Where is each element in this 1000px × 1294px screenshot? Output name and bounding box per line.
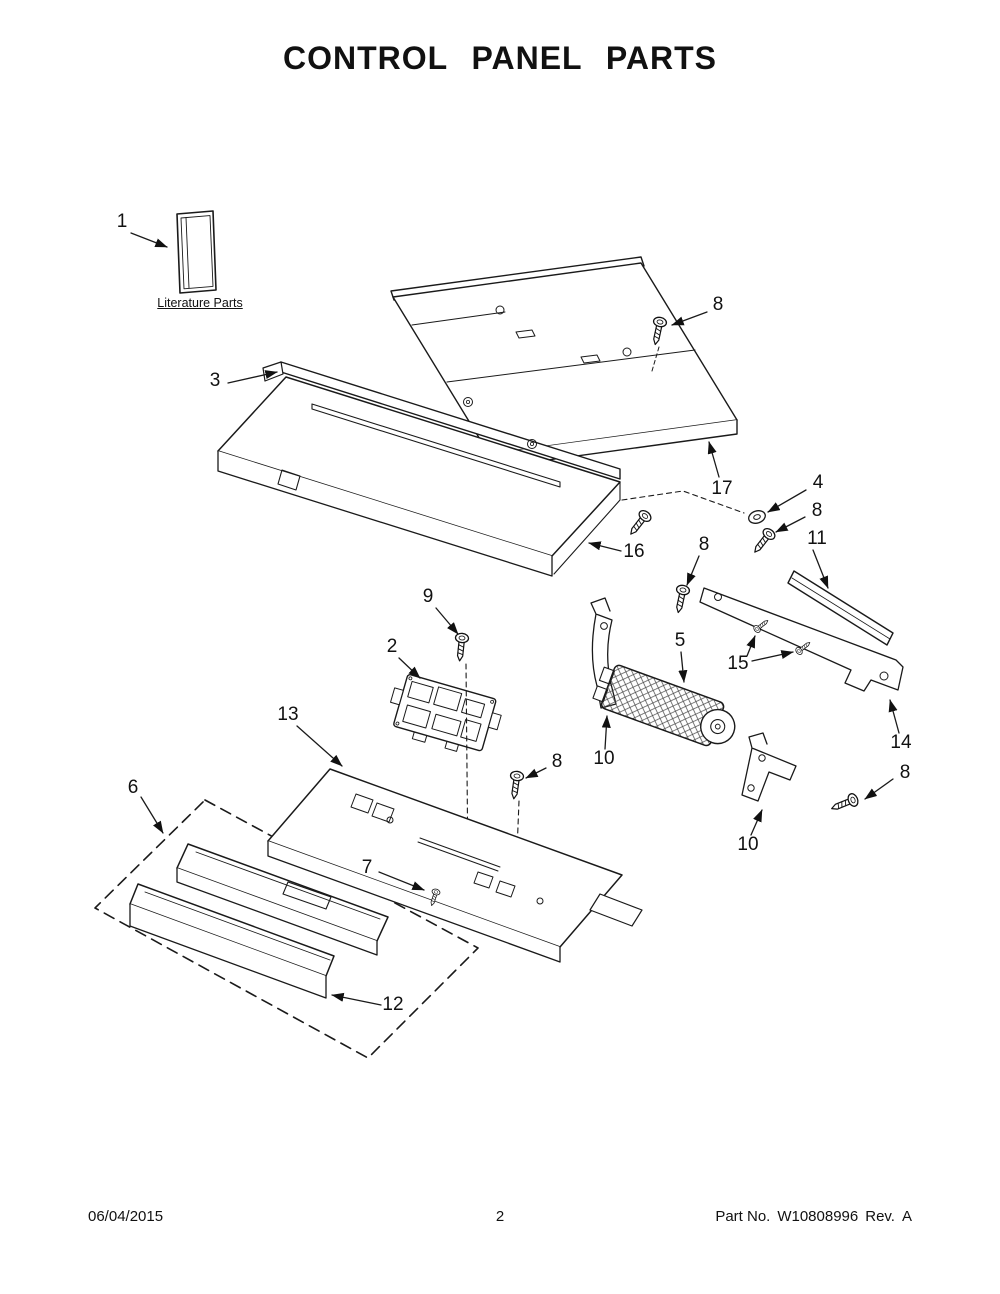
- footer-page-number: 2: [495, 1208, 505, 1225]
- part-14-bracket: [699, 587, 904, 692]
- literature-parts-label: Literature Parts: [157, 296, 243, 310]
- footer-part-info: Part No. W10808996 Rev. A: [708, 1208, 912, 1225]
- part-5-blower: [592, 664, 736, 747]
- screw-8-mid: [506, 769, 525, 801]
- part-12-control-panel: [176, 843, 389, 956]
- screw-8-lower-right: [828, 791, 861, 816]
- screw-8-bracket: [671, 583, 691, 615]
- footer-date: 06/04/2015: [88, 1208, 164, 1225]
- part-2-control-board: [390, 674, 502, 752]
- part-13-support-panel: [267, 768, 643, 963]
- part-12-trim: [129, 883, 335, 999]
- page-footer: 06/04/2015 2 Part No. W10808996 Rev. A: [0, 1208, 1000, 1232]
- footer-rev-value: A: [901, 1208, 912, 1225]
- part-10-bracket-right: [741, 732, 797, 802]
- footer-part-number: W10808996: [777, 1208, 859, 1225]
- footer-rev-label: Rev.: [865, 1208, 895, 1225]
- leader-lines: [130, 232, 900, 1006]
- part-1-literature-booklet: [176, 210, 217, 294]
- part-11-strip: [787, 570, 894, 646]
- construction-line-top: [651, 346, 660, 372]
- screw-9: [452, 632, 470, 663]
- page-title: CONTROL PANEL PARTS: [283, 40, 717, 76]
- fastener-row: [621, 490, 778, 557]
- part-16-main-panel: [217, 376, 621, 577]
- washer-4: [748, 510, 766, 524]
- footer-part-label: Part No.: [715, 1208, 771, 1225]
